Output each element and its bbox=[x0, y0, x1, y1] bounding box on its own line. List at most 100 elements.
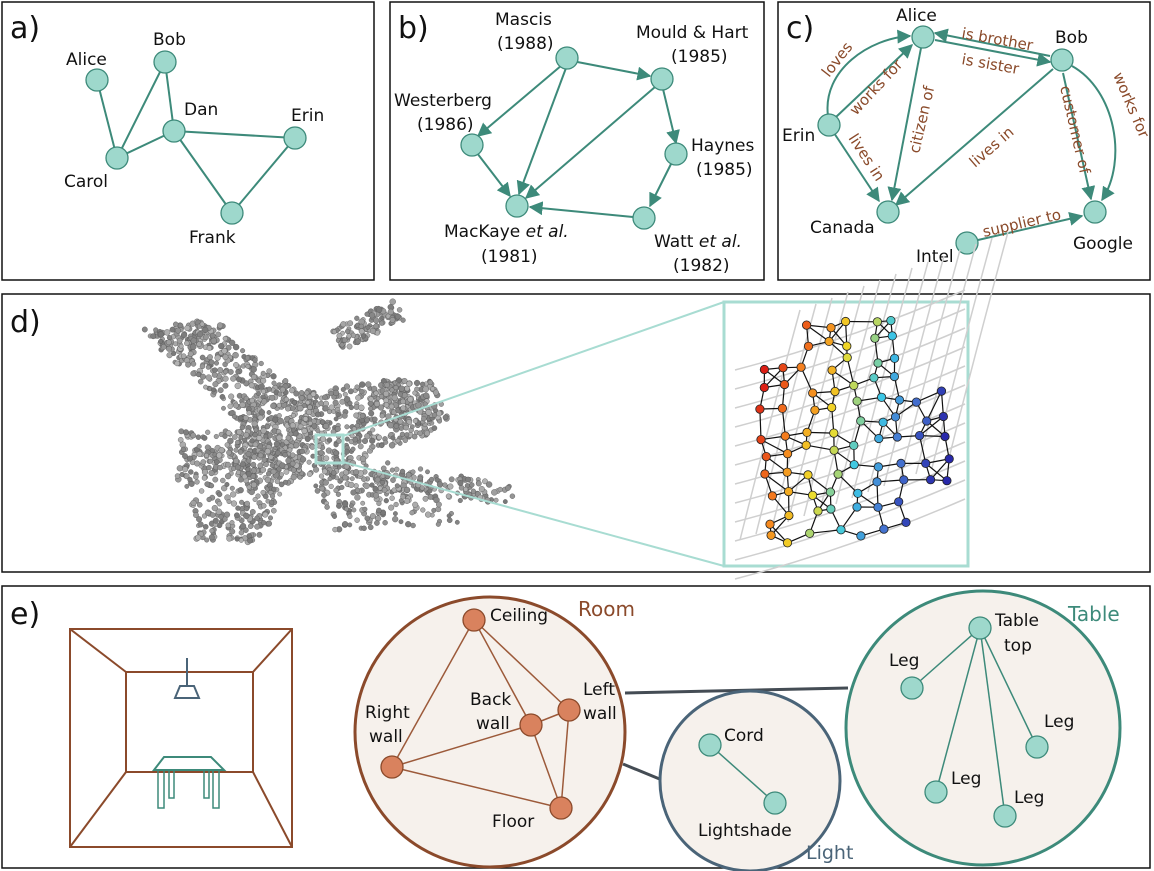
table-bubble: Table Table top Leg Leg Leg Leg bbox=[844, 589, 1122, 867]
room-edge-tr bbox=[252, 628, 293, 673]
label-floor: Floor bbox=[492, 812, 534, 832]
edge-erin-frank bbox=[231, 137, 296, 214]
panel-d-frame bbox=[1, 293, 1151, 573]
label-westerberg-year: (1986) bbox=[417, 115, 474, 135]
label-watt-surname: Watt bbox=[654, 232, 699, 252]
relation-is-brother: is brother bbox=[960, 24, 1035, 54]
zoom-source-box bbox=[314, 433, 345, 465]
node-dan bbox=[162, 119, 186, 143]
lamp-shade bbox=[173, 685, 201, 699]
edge-bob-worksfor-google bbox=[1071, 65, 1117, 202]
panel-a-edges bbox=[96, 61, 296, 214]
node-bob bbox=[1050, 48, 1074, 72]
node-erin bbox=[283, 126, 307, 150]
node-mascis bbox=[555, 46, 579, 70]
panel-d: d) bbox=[1, 231, 1151, 580]
edge-alice-carol bbox=[96, 79, 118, 159]
room-graph-nodes bbox=[380, 608, 581, 820]
node-floor bbox=[549, 796, 573, 820]
panel-a-frame bbox=[1, 1, 375, 281]
panel-e: e) bbox=[1, 585, 1151, 871]
link-room-table bbox=[624, 686, 849, 695]
label-haynes-year: (1985) bbox=[696, 160, 753, 180]
surface-mesh-graph bbox=[734, 231, 1009, 580]
node-bob bbox=[153, 50, 177, 74]
relation-citizen-of: citizen of bbox=[905, 84, 938, 155]
panel-c: c) Alice Bob Erin Canada Intel Google lo… bbox=[777, 1, 1153, 281]
label-alice: Alice bbox=[896, 6, 937, 26]
edge-backwall-floor bbox=[530, 724, 562, 809]
edge-dan-erin bbox=[173, 130, 296, 139]
room-outer-wall bbox=[69, 628, 293, 848]
label-mackaye-etal: et al. bbox=[526, 222, 569, 242]
edge-erin-livesin-canada bbox=[833, 132, 880, 203]
label-haynes-name: Haynes bbox=[691, 136, 754, 156]
light-bubble-title: Light bbox=[806, 842, 853, 864]
table-leg-front-left bbox=[157, 769, 165, 809]
panel-d-label: d) bbox=[10, 305, 41, 340]
edge-ceiling-rightwall bbox=[391, 619, 475, 768]
label-watt-name: Watt et al. bbox=[654, 232, 742, 252]
label-carol: Carol bbox=[64, 172, 108, 192]
label-westerberg-name: Westerberg bbox=[394, 91, 492, 111]
edge-cord-lightshade bbox=[709, 744, 776, 804]
edge-bob-isbrother-alice bbox=[933, 28, 1051, 57]
room-graph-edges bbox=[391, 619, 570, 809]
relation-supplier-to: supplier to bbox=[981, 205, 1063, 241]
label-mascis-year: (1988) bbox=[497, 34, 554, 54]
node-alice bbox=[911, 25, 935, 49]
node-back-wall bbox=[519, 713, 543, 737]
node-lightshade bbox=[763, 791, 787, 815]
light-bubble: Light Cord Lightshade bbox=[658, 689, 853, 871]
panel-b: b) Mascis (1988) Mould & Hart (1985) Wes… bbox=[389, 1, 765, 281]
label-intel: Intel bbox=[916, 247, 954, 267]
label-erin: Erin bbox=[782, 126, 815, 146]
panel-b-frame bbox=[389, 1, 765, 281]
label-dan: Dan bbox=[184, 100, 218, 120]
node-leg-3 bbox=[924, 780, 948, 804]
panel-c-label: c) bbox=[786, 11, 814, 46]
table-leg-front-right bbox=[212, 769, 220, 809]
airplane-points bbox=[141, 298, 516, 546]
edge-haynes-watt bbox=[649, 163, 672, 208]
mesh-surface-grid bbox=[734, 231, 1009, 580]
table-bubble-outline bbox=[844, 589, 1122, 867]
edge-mascis-westerberg bbox=[476, 64, 563, 137]
room-bubble: Room Ceiling Back wall Left bbox=[353, 595, 635, 869]
mesh-nodes bbox=[755, 315, 954, 548]
edge-intel-supplierto-google bbox=[977, 212, 1084, 241]
panel-e-label: e) bbox=[10, 597, 40, 632]
node-leg-4 bbox=[993, 804, 1017, 828]
edge-dan-frank bbox=[173, 130, 233, 214]
edge-mould-haynes bbox=[662, 88, 680, 145]
link-room-light bbox=[622, 762, 663, 782]
node-intel bbox=[955, 231, 979, 255]
label-back-wall-2: wall bbox=[476, 714, 510, 734]
table-leg-back-right bbox=[203, 769, 210, 799]
node-mackaye bbox=[505, 194, 529, 218]
node-leg-1 bbox=[900, 676, 924, 700]
node-carol bbox=[105, 146, 129, 170]
node-erin bbox=[817, 113, 841, 137]
node-cord bbox=[698, 733, 722, 757]
label-table-top-2: top bbox=[1004, 636, 1032, 656]
panel-b-edges bbox=[476, 59, 680, 218]
node-table-top bbox=[968, 616, 992, 640]
relation-works-for-erin: works for bbox=[846, 55, 907, 119]
airplane-point-cloud bbox=[141, 298, 516, 546]
label-leg-1: Leg bbox=[889, 651, 919, 671]
label-leg-3: Leg bbox=[951, 769, 981, 789]
edge-top-leg1 bbox=[911, 627, 981, 689]
label-leg-4: Leg bbox=[1014, 788, 1044, 808]
label-bob: Bob bbox=[153, 30, 186, 50]
node-ceiling bbox=[462, 608, 486, 632]
edge-alice-citizenof-canada bbox=[887, 47, 922, 202]
edge-watt-mackaye bbox=[528, 201, 634, 218]
node-alice bbox=[85, 68, 109, 92]
edge-alice-issister-bob bbox=[934, 39, 1052, 67]
node-leg-2 bbox=[1025, 735, 1049, 759]
table-bubble-title: Table bbox=[1067, 602, 1120, 626]
edge-top-leg3 bbox=[935, 627, 981, 793]
label-mackaye-name: MacKaye et al. bbox=[444, 222, 569, 242]
node-watt bbox=[632, 206, 656, 230]
